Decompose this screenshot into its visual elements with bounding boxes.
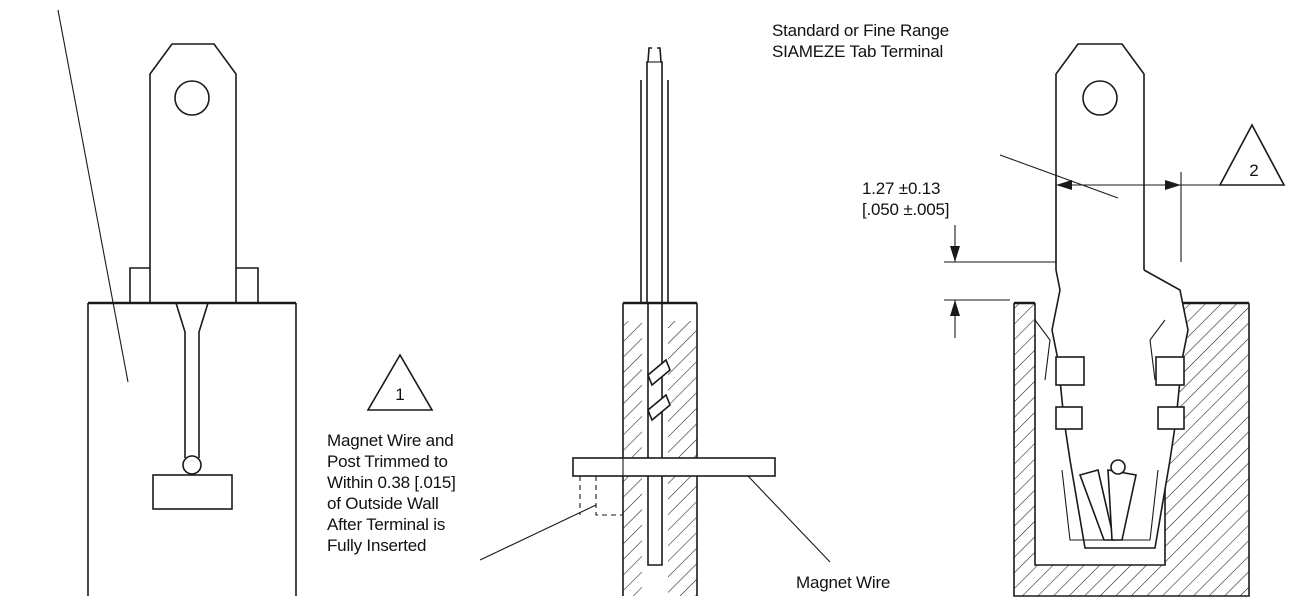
trim-note-line-5: After Terminal is [327, 515, 446, 534]
trimmed-wire-hidden [595, 476, 623, 516]
dim-arrow-right [1165, 180, 1181, 190]
housing-outline-2 [1013, 303, 1250, 597]
housing-outline [87, 302, 297, 596]
dimension-metric: 1.27 ±0.13 [862, 179, 941, 198]
flag-1: 1 [366, 353, 434, 411]
front-view [57, 9, 297, 596]
side-tab-top [646, 47, 663, 303]
magnet-wire-callout: Magnet Wire [796, 573, 891, 592]
tab-hole-2 [1082, 80, 1118, 116]
housing-wall-left-hatch [623, 303, 642, 596]
flag-2-triangle [1218, 123, 1286, 186]
tab-blade-outline-2 [1055, 43, 1145, 270]
tab-hole [174, 80, 210, 116]
terminal-callout-line-1: Standard or Fine Range [772, 21, 950, 40]
flag-1-number: 1 [395, 385, 404, 404]
side-tab-body [640, 80, 669, 303]
leader-line-trim [479, 504, 597, 561]
wire-slot [175, 302, 209, 458]
dim-arrow-left [1056, 180, 1072, 190]
trim-note-line-1: Magnet Wire and [327, 431, 454, 450]
split-beam-right [1107, 469, 1137, 541]
tab-blade-outline [149, 43, 237, 268]
post-rect [152, 474, 233, 510]
flag-2-number: 2 [1249, 161, 1258, 180]
housing-wall-right-hatch [668, 303, 697, 596]
depth-arrow-bottom [950, 300, 960, 316]
flag-1-triangle [366, 353, 434, 411]
barb-left-upper [1055, 356, 1085, 386]
magnet-wire-section-2 [1110, 459, 1126, 475]
barb-left-lower [1055, 406, 1083, 430]
leader-line-terminal [999, 154, 1119, 199]
terminal-callout: Standard or Fine Range SIAMEZE Tab Termi… [772, 20, 949, 62]
terminal-callout-line-2: SIAMEZE Tab Terminal [772, 42, 944, 61]
trim-note-line-2: Post Trimmed to [327, 452, 448, 471]
barb-right-upper [1155, 356, 1185, 386]
dimension-callout: 1.27 ±0.13 [.050 ±.005] [862, 178, 949, 220]
entry-chamfers [1034, 319, 1166, 381]
leader-line-housing [57, 9, 129, 383]
post-slot [647, 303, 663, 566]
magnet-wire-section [182, 455, 202, 475]
side-section-view [479, 47, 831, 596]
front-section-view [944, 43, 1250, 597]
tab-shoulders [129, 267, 259, 303]
leader-line-magnet-wire [747, 475, 831, 563]
trim-note-line-4: of Outside Wall [327, 494, 439, 513]
locking-barbs [647, 358, 671, 422]
trim-note-line-6: Fully Inserted [327, 536, 427, 555]
split-beam-left [1078, 469, 1116, 541]
trim-note: Magnet Wire and Post Trimmed to Within 0… [327, 430, 456, 556]
trim-note-line-3: Within 0.38 [.015] [327, 473, 456, 492]
dimension-imperial: [.050 ±.005] [862, 200, 950, 219]
barb-right-lower [1157, 406, 1185, 430]
magnet-wire-bar [572, 457, 776, 477]
flag-2: 2 [1218, 123, 1286, 186]
depth-arrow-top [950, 246, 960, 262]
